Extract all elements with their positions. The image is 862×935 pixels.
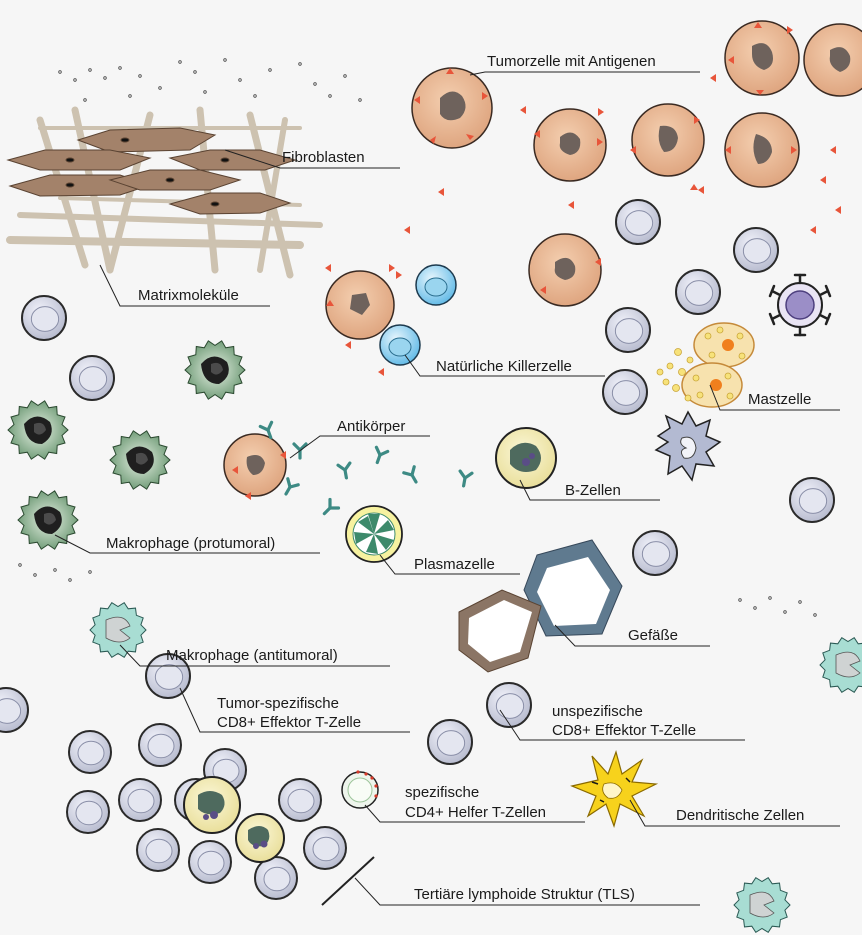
antibody <box>322 497 341 516</box>
t-cell <box>602 369 648 415</box>
label-cd8-specific-line2: CD8+ Effektor T-Zelle <box>217 714 361 731</box>
label-nk-cell: Natürliche Killerzelle <box>436 358 572 375</box>
t-cell <box>303 826 347 870</box>
label-tls: Tertiäre lymphoide Struktur (TLS) <box>414 886 635 903</box>
macrophages-protumoral <box>7 340 246 550</box>
spiky-cell <box>654 410 722 482</box>
macrophage-antitumoral <box>89 602 147 658</box>
antibody <box>284 477 300 496</box>
t-cell <box>789 477 835 523</box>
t-cell <box>632 530 678 576</box>
antibody <box>374 445 390 465</box>
t-cell <box>278 778 322 822</box>
macrophage-protumoral <box>17 490 79 550</box>
antigens <box>232 22 841 500</box>
t-cells <box>0 199 835 900</box>
label-macrophage-antitumoral: Makrophage (antitumoral) <box>166 647 338 664</box>
tls-marker <box>321 856 375 906</box>
t-cell <box>188 840 232 884</box>
plasma-cell <box>345 505 403 563</box>
nk-cells <box>379 264 457 366</box>
t-cell <box>66 790 110 834</box>
macrophage-protumoral <box>7 400 69 460</box>
leader-lines <box>54 71 840 906</box>
dendritic-cells <box>570 750 659 828</box>
fibroblasts <box>6 127 297 215</box>
label-fibroblasts: Fibroblasten <box>282 149 365 166</box>
label-cd8-unspecific-line2: CD8+ Effektor T-Zelle <box>552 722 696 739</box>
vessels <box>458 539 623 673</box>
cd4-helper-t-cell <box>341 770 379 809</box>
label-vessels: Gefäße <box>628 627 678 644</box>
t-cell <box>69 355 115 401</box>
t-cell <box>254 856 298 900</box>
label-cd8-specific-line1: Tumor-spezifische <box>217 695 339 712</box>
label-cd8-unspecific-line1: unspezifische <box>552 703 643 720</box>
t-cell <box>145 653 191 699</box>
label-mast-cell: Mastzelle <box>748 391 811 408</box>
label-b-cells: B-Zellen <box>565 482 621 499</box>
t-cell <box>615 199 661 245</box>
t-cell <box>427 719 473 765</box>
macrophage-antitumoral <box>733 877 791 933</box>
t-cell <box>675 269 721 315</box>
antibody <box>458 469 474 488</box>
labels: Tumorzelle mit Antigenen Fibroblasten Ma… <box>106 53 811 903</box>
t-cell <box>118 778 162 822</box>
label-cd4-line2: CD4+ Helfer T-Zellen <box>405 804 546 821</box>
extracellular-dots <box>18 58 817 617</box>
t-cell <box>68 730 112 774</box>
macrophage-protumoral <box>184 340 246 400</box>
tumor-cells <box>223 20 862 497</box>
label-dendritic-cells: Dendritische Zellen <box>676 807 804 824</box>
label-plasma-cell: Plasmazelle <box>414 556 495 573</box>
label-cd4-line1: spezifische <box>405 784 479 801</box>
label-macrophage-protumoral: Makrophage (protumoral) <box>106 535 275 552</box>
t-cell <box>138 723 182 767</box>
macrophage-antitumoral <box>819 637 862 693</box>
t-cell <box>486 682 532 728</box>
label-tumor-cell: Tumorzelle mit Antigenen <box>487 53 656 70</box>
macrophage-protumoral <box>109 430 171 490</box>
macrophages-antitumoral <box>89 602 862 933</box>
t-cell <box>136 828 180 872</box>
label-antibody: Antikörper <box>337 418 405 435</box>
b-cells <box>183 427 557 863</box>
label-matrix: Matrixmoleküle <box>138 287 239 304</box>
antibody <box>402 465 418 484</box>
antibodies <box>258 420 474 516</box>
antibody <box>258 420 274 440</box>
basophil-cell <box>768 273 832 337</box>
antibody <box>336 461 352 480</box>
t-cell <box>0 687 29 733</box>
antibody <box>292 442 308 460</box>
t-cell <box>21 295 67 341</box>
mast-cells <box>656 322 755 408</box>
t-cell <box>605 307 651 353</box>
t-cell <box>733 227 779 273</box>
